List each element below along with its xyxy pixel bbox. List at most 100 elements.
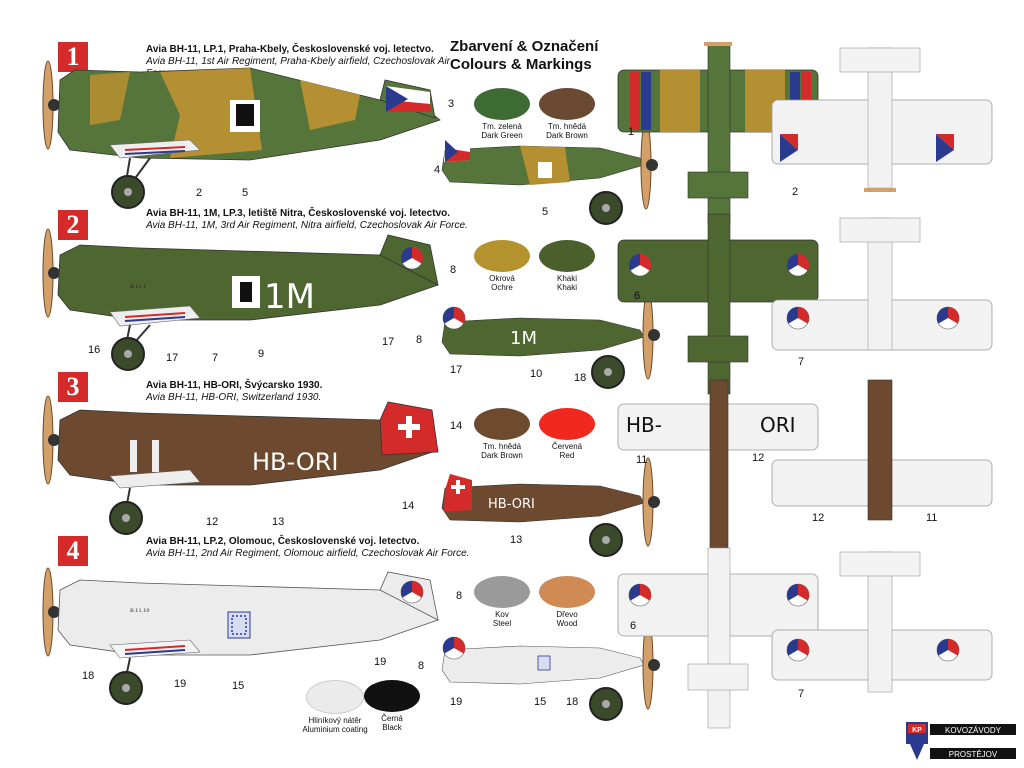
swatch-dot (539, 576, 595, 608)
callout-7: 7 (212, 352, 219, 364)
scheme-4-bottom-view (771, 551, 993, 693)
callout-14b: 14 (402, 500, 415, 512)
scheme-3-top-view: HB- ORI (617, 379, 819, 561)
scheme-2-top-view (617, 213, 819, 395)
callout-6b: 6 (630, 620, 637, 632)
header-title-cz: Zbarvení & Označení (450, 38, 599, 55)
callout-18b: 18 (82, 670, 95, 682)
swatch-dot (539, 240, 595, 272)
scheme-2-caption: Avia BH-11, 1M, LP.3, letiště Nitra, Čes… (146, 208, 476, 232)
scheme-3-title: Avia BH-11, HB-ORI, Švýcarsko 1930. (146, 380, 323, 391)
scheme-2-badge: 2 (58, 210, 88, 240)
callout-8: 8 (450, 264, 457, 276)
callout-4: 4 (434, 164, 441, 176)
callout-17: 17 (166, 352, 179, 364)
scheme-4-subtitle: Avia BH-11, 2nd Air Regiment, Olomouc ai… (146, 548, 470, 559)
callout-8b: 8 (416, 334, 423, 346)
scheme-2-title: Avia BH-11, 1M, LP.3, letiště Nitra, Čes… (146, 208, 451, 219)
swatch-dot (474, 240, 530, 272)
callout-19c: 19 (450, 696, 463, 708)
logo-line2: PROSTĚJOV (949, 750, 998, 759)
reg-1m-small: 1M (510, 328, 537, 349)
swatch-dot (474, 408, 530, 440)
colours-header: Zbarvení & Označení Colours & Markings (450, 38, 598, 74)
callout-1: 1 (628, 126, 635, 138)
callout-8d: 8 (418, 660, 425, 672)
swatch-dot (306, 680, 364, 714)
callout-12b: 12 (752, 452, 765, 464)
callout-9: 9 (258, 348, 265, 360)
scheme-3-badge: 3 (58, 372, 88, 402)
callout-5b: 5 (542, 206, 549, 218)
reg-hb-side: HB-ORI (252, 448, 338, 476)
scheme-4-top-view (617, 547, 819, 729)
scheme-3-bottom-view (771, 379, 993, 521)
callout-15b: 15 (534, 696, 547, 708)
scheme-2-subtitle: Avia BH-11, 1M, 3rd Air Regiment, Nitra … (146, 220, 468, 231)
scheme-1-side-view (42, 60, 441, 209)
scheme-4-side-view: B.11.10 (42, 567, 439, 705)
scheme-4-small-side-view (441, 620, 661, 721)
scheme-1-badge: 1 (58, 42, 88, 72)
callout-11b: 11 (926, 512, 938, 524)
callout-13b: 13 (510, 534, 523, 546)
callout-2: 2 (196, 187, 203, 199)
swatch-dot (474, 576, 530, 608)
scheme-4-title: Avia BH-11, LP.2, Olomouc, Československ… (146, 536, 420, 547)
callout-18: 18 (574, 372, 587, 384)
callout-18c: 18 (566, 696, 579, 708)
reg-hb-wing-left: HB- (626, 413, 662, 437)
scheme-4-caption: Avia BH-11, LP.2, Olomouc, Československ… (146, 536, 476, 560)
callout-19: 19 (174, 678, 187, 690)
reg-hb-wing-right: ORI (760, 413, 796, 437)
scheme-1-bottom-view (771, 47, 993, 192)
callout-16: 16 (88, 344, 101, 356)
scheme-3-small-side-view: HB-ORI (441, 457, 661, 557)
scheme-3-subtitle: Avia BH-11, HB-ORI, Switzerland 1930. (146, 392, 322, 403)
logo-kp: KP (912, 727, 922, 734)
kovozavody-logo: KOVOZÁVODY PROSTĚJOV KP (906, 722, 1018, 762)
callout-13: 13 (272, 516, 285, 528)
callout-14: 14 (450, 420, 463, 432)
logo-mark: KOVOZÁVODY PROSTĚJOV KP (906, 722, 1016, 760)
callout-19b: 19 (374, 656, 387, 668)
scheme-2-bottom-view (771, 217, 993, 351)
callout-7c: 7 (798, 688, 805, 700)
scheme-2-small-side-view: 1M (441, 290, 661, 389)
callout-17c: 17 (450, 364, 463, 376)
serial-b1110: B.11.10 (130, 608, 150, 614)
callout-2b: 2 (792, 186, 799, 198)
swatch-dot (539, 88, 595, 120)
scheme-2-side-view: 1M B.11.1 (42, 228, 439, 371)
callout-10: 10 (530, 368, 543, 380)
callout-6: 6 (634, 290, 641, 302)
callout-7b: 7 (798, 356, 805, 368)
scheme-3-side-view: HB-ORI (42, 395, 439, 535)
callout-5: 5 (242, 187, 249, 199)
swatch-dot (539, 408, 595, 440)
callout-12: 12 (206, 516, 219, 528)
callout-12c: 12 (812, 512, 825, 524)
swatch-dot (474, 88, 530, 120)
callout-17b: 17 (382, 336, 395, 348)
header-title-en: Colours & Markings (450, 56, 592, 73)
swatch-dot (364, 680, 420, 712)
scheme-3-caption: Avia BH-11, HB-ORI, Švýcarsko 1930. Avia… (146, 380, 476, 404)
callout-3: 3 (448, 98, 455, 110)
callout-8c: 8 (456, 590, 463, 602)
reg-1m-side: 1M (264, 277, 315, 317)
scheme-1-title: Avia BH-11, LP.1, Praha-Kbely, Českoslov… (146, 44, 434, 55)
logo-line1: KOVOZÁVODY (945, 726, 1002, 735)
callout-11: 11 (636, 454, 648, 466)
